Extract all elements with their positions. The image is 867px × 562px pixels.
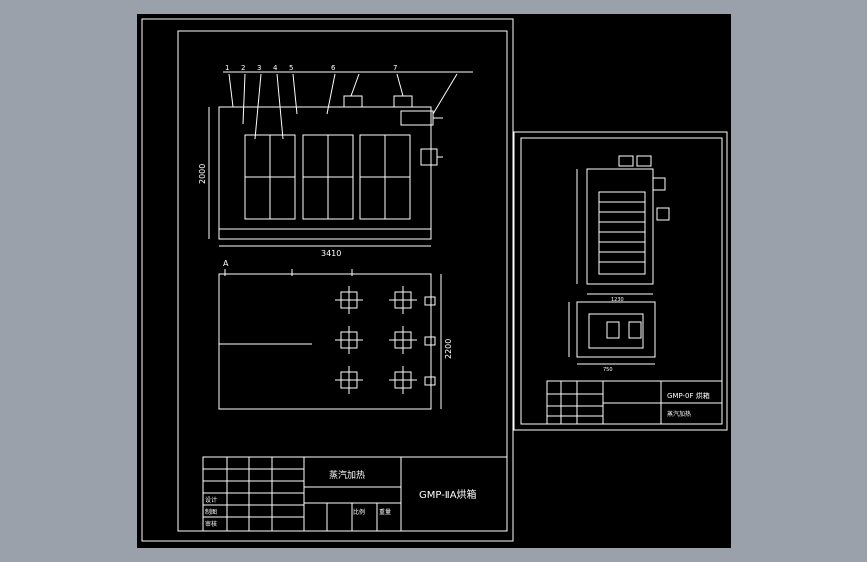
callout-4: 4 — [273, 64, 278, 72]
sheet2-dim-1: 1230 — [611, 297, 624, 303]
sheet2-title-block — [546, 380, 723, 425]
callout-3: 3 — [257, 64, 261, 72]
callout-6: 6 — [331, 64, 336, 72]
callout-1: 1 — [225, 64, 229, 72]
sheet1-row-3: 审核 — [205, 520, 217, 528]
callout-5: 5 — [289, 64, 293, 72]
sheet2-title: GMP-0F 烘箱 — [667, 391, 710, 400]
sheet1-row-2: 制图 — [205, 508, 217, 516]
side-plan-view — [568, 301, 656, 365]
sheet2-subtitle: 蒸汽加热 — [667, 410, 691, 418]
front-view — [208, 71, 473, 247]
sheet1-col-1: 比例 — [353, 508, 365, 516]
sheet1-title-block — [202, 456, 508, 532]
sheet1-subtitle: 蒸汽加热 — [329, 469, 365, 481]
front-dim-height: 2000 — [198, 164, 207, 184]
sheet1-title: GMP-ⅡA烘箱 — [419, 488, 477, 501]
cad-viewport[interactable]: 3410 2000 2200 A 1 2 3 4 5 6 7 蒸汽加热 GMP-… — [137, 14, 731, 548]
callout-2: 2 — [241, 64, 245, 72]
plan-view — [218, 269, 442, 410]
sheet2-outer-border — [513, 131, 728, 431]
sheet1-col-2: 重量 — [379, 508, 391, 516]
sheet1-outer-border — [141, 18, 514, 542]
section-label-a: A — [223, 259, 229, 268]
sheet2-dim-2: 750 — [603, 367, 613, 373]
callout-7: 7 — [393, 64, 397, 72]
side-view — [576, 155, 670, 295]
cad-drawing: 3410 2000 2200 A 1 2 3 4 5 6 7 蒸汽加热 GMP-… — [141, 18, 728, 542]
front-dim-width: 3410 — [321, 249, 341, 258]
sheet1-inner-border — [177, 30, 508, 532]
plan-dim-height: 2200 — [444, 339, 453, 359]
sheet1-row-1: 设计 — [205, 496, 217, 504]
